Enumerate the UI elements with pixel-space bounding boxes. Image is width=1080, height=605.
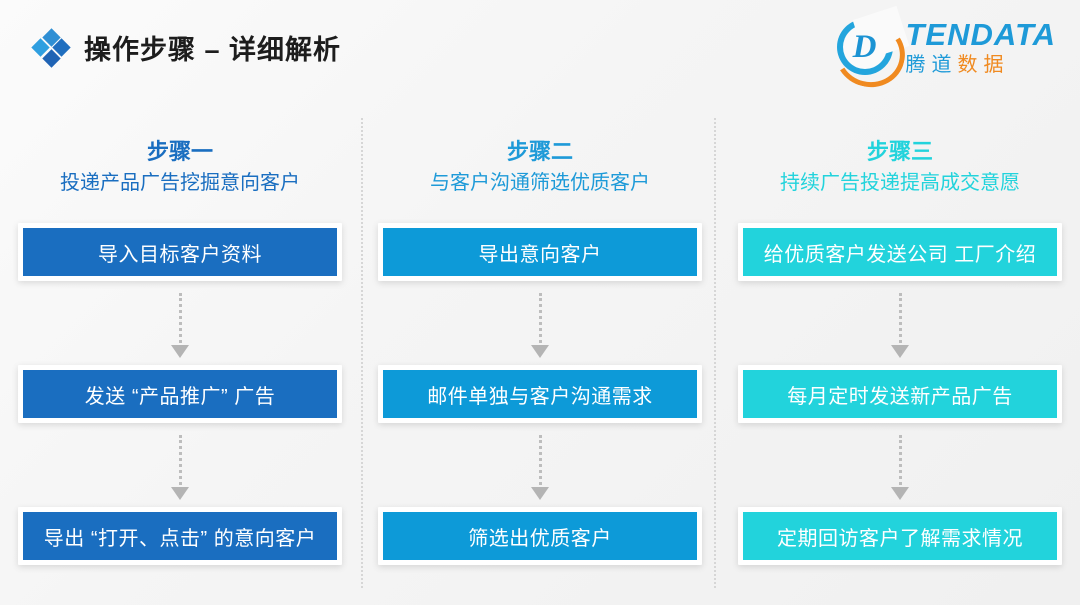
arrow-stem bbox=[539, 293, 542, 349]
steps-columns: 步骤一 投递产品广告挖掘意向客户 导入目标客户资料 发送 “产品推广” 广告 bbox=[0, 105, 1080, 605]
arrow-head-icon bbox=[171, 345, 189, 358]
step-label-3: 步骤三 bbox=[866, 139, 933, 164]
logo-name-en: TENDATA bbox=[905, 17, 1056, 52]
node-wrap: 导入目标客户资料 bbox=[0, 223, 360, 281]
arrow-stem bbox=[899, 293, 902, 349]
logo-mark-icon: D bbox=[827, 5, 912, 95]
flow-arrow-1-1 bbox=[0, 281, 360, 365]
step-column-1-header: 步骤一 投递产品广告挖掘意向客户 bbox=[0, 138, 360, 196]
arrow-stem bbox=[179, 435, 182, 491]
arrow-stem bbox=[539, 435, 542, 491]
step-column-3-header: 步骤三 持续广告投递提高成交意愿 bbox=[720, 138, 1080, 196]
flow-node-1-3[interactable]: 导出 “打开、点击” 的意向客户 bbox=[18, 507, 342, 565]
step-subtitle-3: 持续广告投递提高成交意愿 bbox=[780, 171, 1020, 194]
flow-node-3-2[interactable]: 每月定时发送新产品广告 bbox=[738, 365, 1062, 423]
logo-letter: D bbox=[852, 28, 877, 65]
arrow-head-icon bbox=[891, 345, 909, 358]
page-title: 操作步骤 – 详细解析 bbox=[84, 35, 342, 65]
node-wrap: 导出 “打开、点击” 的意向客户 bbox=[0, 507, 360, 565]
node-wrap: 导出意向客户 bbox=[360, 223, 720, 281]
arrow-head-icon bbox=[531, 487, 549, 500]
arrow-stem bbox=[899, 435, 902, 491]
step-label-1: 步骤一 bbox=[146, 139, 213, 164]
flow-node-1-2[interactable]: 发送 “产品推广” 广告 bbox=[18, 365, 342, 423]
column-divider-2 bbox=[714, 118, 716, 588]
flow-arrow-2-1 bbox=[360, 281, 720, 365]
node-wrap: 定期回访客户了解需求情况 bbox=[720, 507, 1080, 565]
step-subtitle-1: 投递产品广告挖掘意向客户 bbox=[60, 171, 300, 194]
flow-arrow-1-2 bbox=[0, 423, 360, 507]
step-label-2: 步骤二 bbox=[506, 139, 573, 164]
node-wrap: 筛选出优质客户 bbox=[360, 507, 720, 565]
node-wrap: 每月定时发送新产品广告 bbox=[720, 365, 1080, 423]
title-group: 操作步骤 – 详细解析 bbox=[31, 27, 342, 68]
flow-node-2-3[interactable]: 筛选出优质客户 bbox=[378, 507, 702, 565]
step-column-2: 步骤二 与客户沟通筛选优质客户 导出意向客户 邮件单独与客户沟通需求 bbox=[360, 105, 720, 605]
arrow-stem bbox=[179, 293, 182, 349]
arrow-head-icon bbox=[891, 487, 909, 500]
flow-node-3-3[interactable]: 定期回访客户了解需求情况 bbox=[738, 507, 1062, 565]
step-column-2-nodes: 导出意向客户 邮件单独与客户沟通需求 筛选出优质客户 bbox=[360, 223, 720, 565]
step-column-2-header: 步骤二 与客户沟通筛选优质客户 bbox=[360, 138, 720, 196]
step-subtitle-2: 与客户沟通筛选优质客户 bbox=[430, 171, 650, 194]
step-column-3-nodes: 给优质客户发送公司 工厂介绍 每月定时发送新产品广告 定期回访客户了解需求情况 bbox=[720, 223, 1080, 565]
diamond-cluster-icon bbox=[31, 27, 71, 68]
flow-node-2-1[interactable]: 导出意向客户 bbox=[378, 223, 702, 281]
logo-name-cn-blue: 腾道 bbox=[905, 54, 958, 76]
arrow-head-icon bbox=[531, 345, 549, 358]
flow-arrow-3-2 bbox=[720, 423, 1080, 507]
slide-header: 操作步骤 – 详细解析 D TENDATA 腾道数据 bbox=[0, 0, 1080, 105]
arrow-head-icon bbox=[171, 487, 189, 500]
tendata-logo: D TENDATA 腾道数据 bbox=[827, 5, 1057, 95]
flow-node-3-1[interactable]: 给优质客户发送公司 工厂介绍 bbox=[738, 223, 1062, 281]
node-wrap: 发送 “产品推广” 广告 bbox=[0, 365, 360, 423]
flow-node-2-2[interactable]: 邮件单独与客户沟通需求 bbox=[378, 365, 702, 423]
step-column-3: 步骤三 持续广告投递提高成交意愿 给优质客户发送公司 工厂介绍 每月定时发送新产… bbox=[720, 105, 1080, 605]
logo-name-cn: 腾道数据 bbox=[906, 55, 1057, 75]
step-column-1-nodes: 导入目标客户资料 发送 “产品推广” 广告 导出 “打开、点击” 的意向客户 bbox=[0, 223, 360, 565]
logo-name-cn-orange: 数据 bbox=[957, 54, 1010, 76]
column-divider-1 bbox=[361, 118, 363, 588]
node-wrap: 邮件单独与客户沟通需求 bbox=[360, 365, 720, 423]
flow-node-1-1[interactable]: 导入目标客户资料 bbox=[18, 223, 342, 281]
flow-arrow-3-1 bbox=[720, 281, 1080, 365]
node-wrap: 给优质客户发送公司 工厂介绍 bbox=[720, 223, 1080, 281]
step-column-1: 步骤一 投递产品广告挖掘意向客户 导入目标客户资料 发送 “产品推广” 广告 bbox=[0, 105, 360, 605]
flow-arrow-2-2 bbox=[360, 423, 720, 507]
